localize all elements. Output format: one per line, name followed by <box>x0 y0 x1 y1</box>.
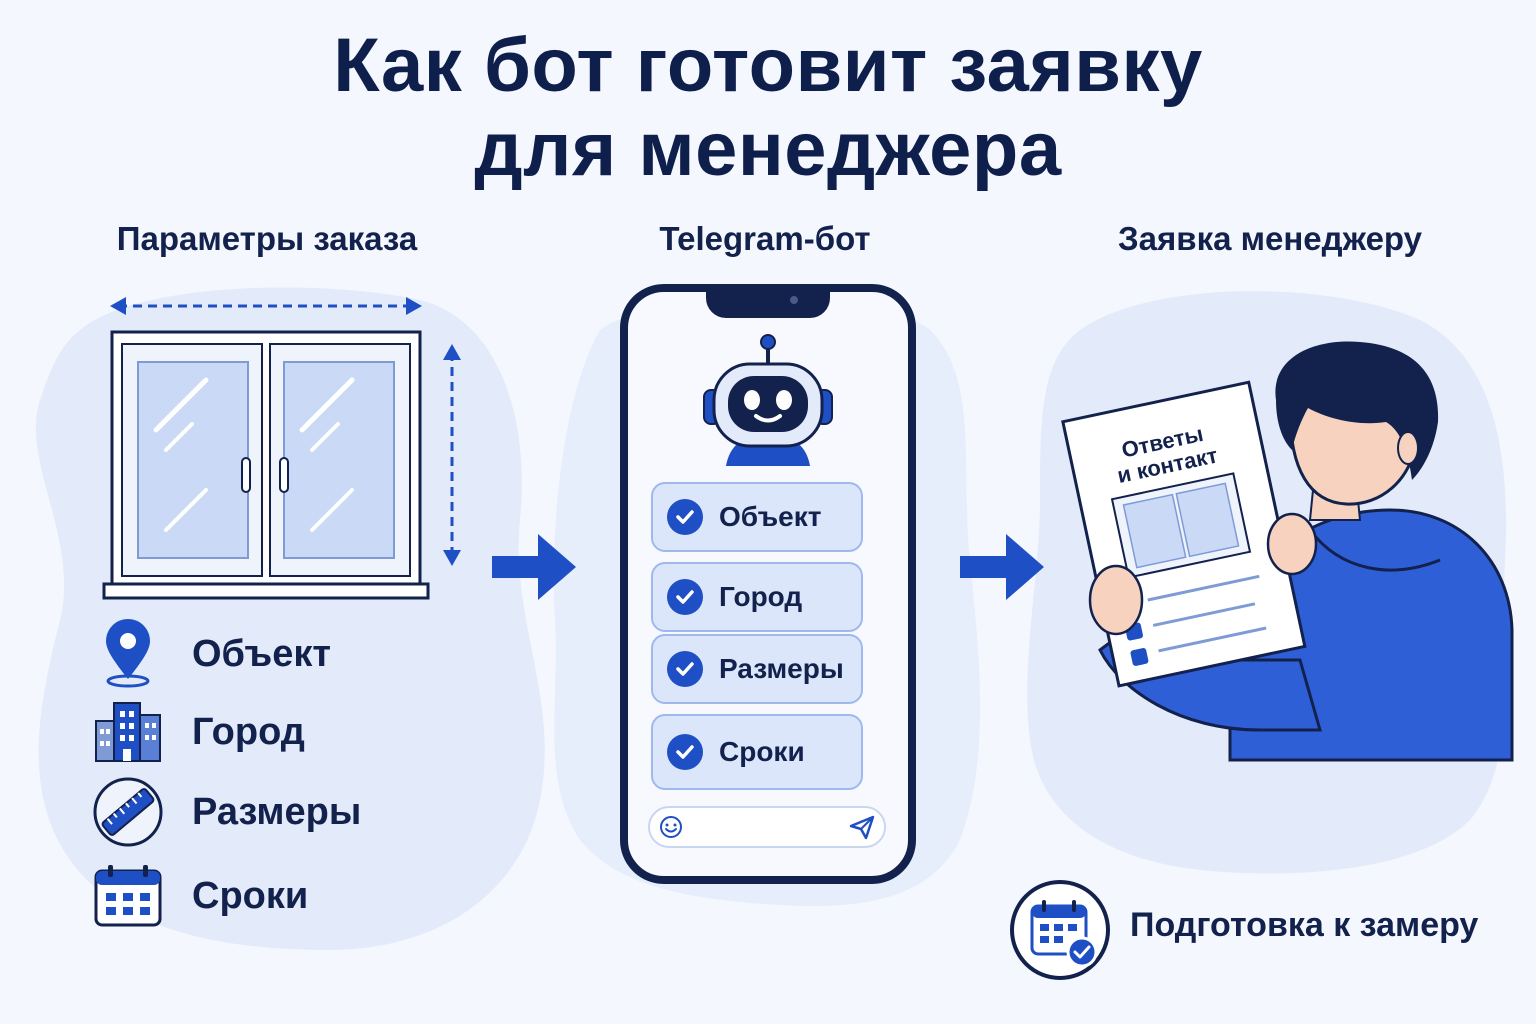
bot-option-sizes-button[interactable]: Размеры <box>651 634 863 704</box>
page-title-line1: Как бот готовит заявку <box>333 23 1203 108</box>
send-icon[interactable] <box>848 813 876 841</box>
location-pin-icon <box>88 618 168 690</box>
parameter-item-deadlines: Сроки <box>88 860 308 932</box>
checkmark-icon <box>667 734 703 770</box>
parameter-item-object: Объект <box>88 618 331 690</box>
heading-order-parameters: Параметры заказа <box>116 220 418 257</box>
bot-option-object-button[interactable]: Объект <box>651 482 863 552</box>
bot-option-label: Объект <box>719 501 822 532</box>
parameter-label: Сроки <box>192 874 309 917</box>
checkmark-icon <box>667 651 703 687</box>
message-input[interactable] <box>648 806 886 848</box>
camera-dot <box>790 296 798 304</box>
bot-option-label: Размеры <box>719 653 844 684</box>
phone-notch <box>706 284 830 318</box>
calendar-check-icon <box>1010 880 1110 980</box>
footer-label-measurement-prep: Подготовка к замеру <box>1130 906 1479 944</box>
flow-arrow-right-icon <box>960 534 1044 600</box>
manager-person-illustration <box>1061 341 1514 762</box>
bot-option-city-button[interactable]: Город <box>651 562 863 632</box>
checkmark-icon <box>667 579 703 615</box>
page-title-line2: для менеджера <box>474 107 1062 192</box>
parameter-label: Размеры <box>192 790 362 833</box>
heading-manager-request: Заявка менеджеру <box>1118 220 1422 257</box>
parameter-label: Город <box>192 710 305 753</box>
checkmark-icon <box>667 499 703 535</box>
heading-telegram-bot: Telegram-бот <box>659 220 871 257</box>
robot-avatar-icon <box>703 334 833 466</box>
city-buildings-icon <box>88 696 168 768</box>
bot-option-deadlines-button[interactable]: Сроки <box>651 714 863 790</box>
parameter-item-city: Город <box>88 696 305 768</box>
window-illustration <box>102 297 461 600</box>
ruler-icon <box>88 776 168 848</box>
emoji-icon[interactable] <box>658 814 684 840</box>
parameter-label: Объект <box>192 632 331 675</box>
bot-option-label: Сроки <box>719 736 805 767</box>
flow-arrow-right-icon <box>492 534 576 600</box>
parameter-item-sizes: Размеры <box>88 776 361 848</box>
calendar-icon <box>88 860 168 932</box>
bot-option-label: Город <box>719 581 803 612</box>
